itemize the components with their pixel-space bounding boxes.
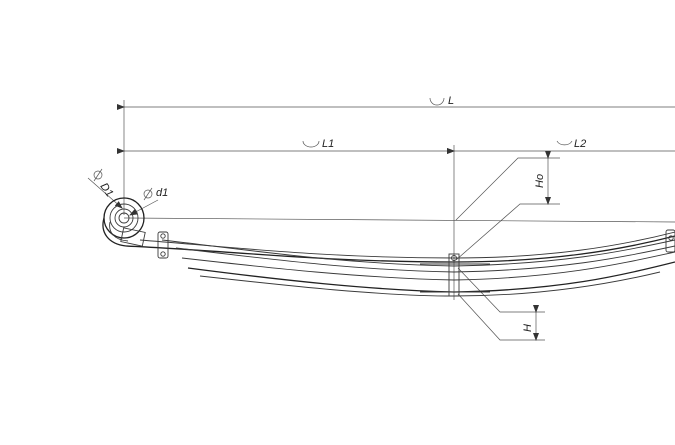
label-H: H	[522, 324, 534, 332]
arc-symbol-L	[429, 97, 445, 106]
spring-eye	[102, 197, 145, 247]
eye-axis-line	[123, 217, 675, 223]
dimension-L2: L2	[447, 138, 675, 154]
diameter-symbol-D1	[93, 170, 103, 180]
right-rebound-clip	[665, 229, 675, 253]
left-rebound-clip	[120, 227, 169, 259]
spring-leaves	[125, 231, 675, 297]
label-L2: L2	[574, 138, 586, 150]
center-bolt	[420, 253, 490, 297]
dimension-L: L	[117, 95, 675, 215]
arc-symbol-L1	[302, 140, 320, 148]
label-L: L	[448, 95, 454, 107]
dimension-L1: L1	[117, 138, 455, 154]
arc-symbol-L2	[556, 140, 573, 146]
diameter-symbol-d1	[143, 189, 153, 199]
label-Ho: Ho	[534, 174, 546, 188]
dimension-D1: D1	[87, 168, 123, 209]
dimension-d1: d1	[129, 187, 168, 216]
dimension-H: H	[457, 267, 545, 341]
label-d1: d1	[156, 187, 168, 199]
label-D1: D1	[98, 181, 116, 199]
label-L1: L1	[322, 138, 334, 150]
dimension-Ho: Ho	[455, 151, 560, 261]
